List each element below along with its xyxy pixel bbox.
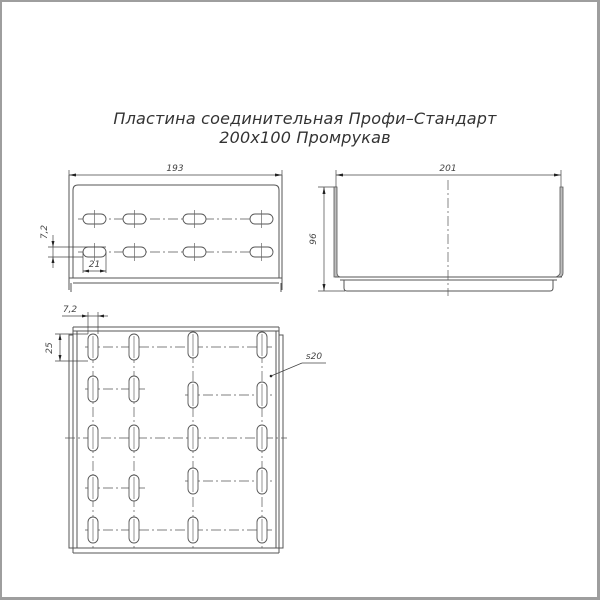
dim-201: 201	[439, 164, 456, 174]
title-line-2: 200x100 Промрукав	[219, 128, 391, 147]
dim-21: 21	[89, 260, 100, 270]
dim-193: 193	[166, 164, 183, 174]
plan-view: 7,2 25 s20	[45, 305, 326, 554]
thickness-label: s20	[306, 352, 322, 362]
dim-7-2-top: 7,2	[40, 225, 50, 240]
dim-7-2-plan: 7,2	[63, 305, 78, 315]
dim-96: 96	[309, 233, 319, 245]
dim-25: 25	[45, 342, 55, 354]
top-view: 193	[40, 164, 283, 292]
title-line-1: Пластина соединительная Профи–Стандарт	[113, 109, 497, 128]
side-view: 201 96	[309, 164, 564, 296]
